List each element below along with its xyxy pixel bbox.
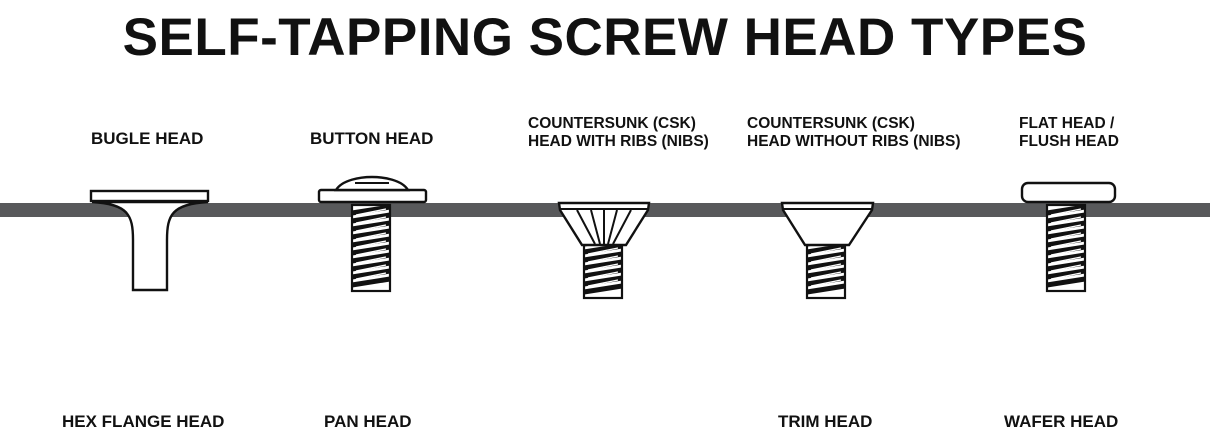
label-pan-head: PAN HEAD <box>324 412 412 431</box>
page-title: SELF-TAPPING SCREW HEAD TYPES <box>122 8 1088 67</box>
screw-diagram <box>0 175 1210 423</box>
countersunk-plain-screw-icon <box>780 201 875 298</box>
button-head-screw-icon <box>317 175 428 291</box>
label-trim-head: TRIM HEAD <box>778 412 873 431</box>
label-wafer-head: WAFER HEAD <box>1004 412 1119 431</box>
label-countersunk-with-ribs: COUNTERSUNK (CSK) HEAD WITH RIBS (NIBS) <box>528 115 709 150</box>
bugle-head-screw-icon <box>89 189 210 292</box>
countersunk-ribbed-screw-icon <box>557 201 651 298</box>
label-countersunk-without-ribs: COUNTERSUNK (CSK) HEAD WITHOUT RIBS (NIB… <box>747 115 961 150</box>
label-hex-flange-head: HEX FLANGE HEAD <box>62 412 225 431</box>
label-bugle-head: BUGLE HEAD <box>91 129 204 148</box>
flat-head-screw-icon <box>1020 181 1117 291</box>
label-button-head: BUTTON HEAD <box>310 129 434 148</box>
label-flat-flush-head: FLAT HEAD / FLUSH HEAD <box>1019 115 1119 150</box>
